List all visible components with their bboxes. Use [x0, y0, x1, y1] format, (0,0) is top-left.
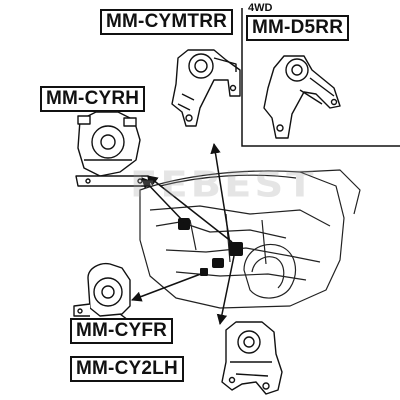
label-mm-cyfr[interactable]: MM-CYFR	[70, 318, 174, 344]
inset-frame	[241, 8, 400, 147]
label-mm-cy2lh[interactable]: MM-CY2LH	[70, 356, 184, 382]
arrow-cy2lh	[216, 255, 235, 326]
label-4wd: 4WD	[248, 2, 273, 14]
label-mm-d5rr[interactable]: MM-D5RR	[246, 15, 350, 41]
car-front-outline	[139, 169, 361, 309]
arrow-cyrh-2	[147, 175, 233, 243]
leader-arrows	[131, 142, 235, 326]
watermark-logo: FEBEST	[130, 164, 317, 206]
arrow-cymtrr	[210, 142, 231, 245]
label-mm-cyrh[interactable]: MM-CYRH	[40, 86, 146, 112]
mount-cy2lh-icon	[221, 321, 283, 395]
mount-d5rr-icon	[263, 55, 341, 139]
mount-cymtrr-icon	[171, 49, 241, 127]
arrow-cyfr	[131, 271, 207, 302]
engine-mount-points	[178, 218, 243, 276]
mount-cyfr-icon	[73, 262, 131, 321]
label-mm-cymtrr[interactable]: MM-CYMTRR	[100, 9, 234, 35]
